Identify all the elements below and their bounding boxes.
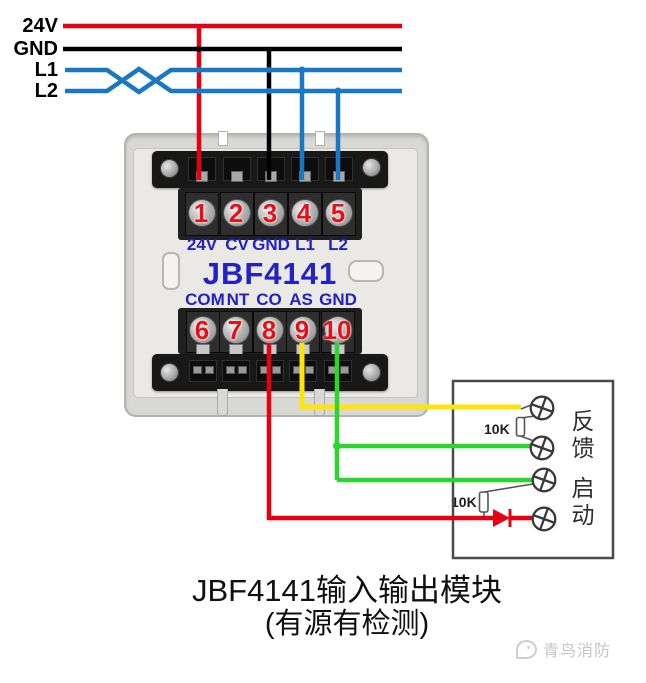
wire-co-red — [266, 343, 533, 521]
terminal-number-10: 10 — [322, 315, 352, 345]
bar-screw — [362, 158, 381, 177]
terminal-label-co: CO — [256, 290, 282, 309]
terminal-screw — [222, 316, 250, 344]
terminal-number-7: 7 — [227, 315, 243, 345]
terminal-label-cv: CV — [225, 235, 249, 254]
wire-l1-bus — [65, 67, 402, 95]
mounting-slot-left — [162, 252, 180, 290]
wire-l2-bus — [65, 66, 402, 94]
connector-pin — [340, 366, 349, 374]
resistor-label-feedback: 10K — [484, 421, 510, 437]
bird-logo-icon — [516, 639, 537, 659]
resistor1-icon — [515, 416, 526, 437]
resistor-label-start: 10K — [451, 494, 477, 510]
wire-connector — [520, 404, 532, 410]
terminal-number-6: 6 — [194, 315, 210, 345]
terminal-screw — [189, 316, 217, 344]
bar-screw — [160, 159, 179, 178]
junction-dots-blue — [196, 66, 342, 95]
module-title: JBF4141 — [202, 256, 338, 291]
watermark-text: 青鸟消防 — [543, 643, 612, 660]
connector-pin — [238, 366, 247, 374]
terminal-screw — [257, 199, 285, 227]
terminal-label-nt: NT — [226, 290, 250, 309]
plate-notch — [218, 131, 228, 146]
watermark: 青鸟消防 — [516, 637, 611, 661]
terminal-screw — [223, 199, 251, 227]
terminal-screw — [325, 199, 353, 227]
caption-title: JBF4141输入输出模块 — [191, 573, 503, 608]
caption-subtitle: (有源有检测) — [264, 608, 430, 640]
bus-label-l1: L1 — [34, 59, 58, 81]
mounting-slot-right — [348, 260, 384, 282]
terminal-label-gnd: GND — [252, 235, 290, 254]
terminal-screw — [291, 199, 319, 227]
wire-contact — [196, 171, 208, 182]
bus-label-l2: L2 — [34, 80, 58, 102]
wire-contact — [231, 171, 243, 182]
bar-screw — [160, 363, 179, 382]
plastic-tab — [314, 389, 325, 416]
terminal-screw — [188, 199, 216, 227]
terminal-number-5: 5 — [330, 198, 346, 228]
detector-box — [451, 379, 615, 560]
plastic-tab — [217, 389, 228, 416]
terminal-screw — [289, 316, 317, 344]
connector-pin — [272, 366, 281, 374]
connector-pin — [226, 366, 235, 374]
wire-l1-l2-drops — [299, 70, 341, 180]
junction-dot — [196, 46, 202, 52]
terminal-label-as: AS — [289, 290, 313, 309]
connector-pin — [305, 366, 314, 374]
bird-eye — [527, 645, 530, 649]
terminal-number-8: 8 — [261, 315, 277, 345]
wire-as-yellow — [299, 343, 521, 410]
junction-dot-green — [333, 442, 341, 450]
connector-pin — [193, 366, 202, 374]
resistor2-icon — [478, 491, 489, 513]
terminal-number-1: 1 — [193, 198, 209, 228]
wire-gnd-green — [334, 343, 532, 483]
terminal-number-2: 2 — [228, 198, 244, 228]
terminal-number-3: 3 — [262, 198, 278, 228]
detector-terminals — [529, 395, 557, 532]
connector-slot — [189, 360, 217, 382]
terminal-label-com: COM — [185, 290, 225, 309]
bus-label-24v: 24V — [22, 15, 58, 37]
bus-label-gnd: GND — [13, 38, 58, 60]
connector-slot — [222, 360, 250, 382]
start-label: 启动 — [568, 476, 594, 530]
terminal-label-l1: L1 — [295, 235, 315, 254]
wire-contact — [299, 171, 311, 182]
bar-screw — [362, 363, 381, 382]
terminal-label-l2: L2 — [328, 235, 348, 254]
terminal-number-9: 9 — [294, 315, 310, 345]
diode-icon — [493, 509, 510, 527]
plate-notch — [315, 131, 325, 146]
terminal-number-4: 4 — [296, 198, 312, 228]
connector-pin — [205, 366, 214, 374]
feedback-label: 反馈 — [568, 409, 594, 463]
terminal-label-24v: 24V — [186, 235, 218, 254]
terminal-label-gnd2: GND — [319, 290, 357, 309]
